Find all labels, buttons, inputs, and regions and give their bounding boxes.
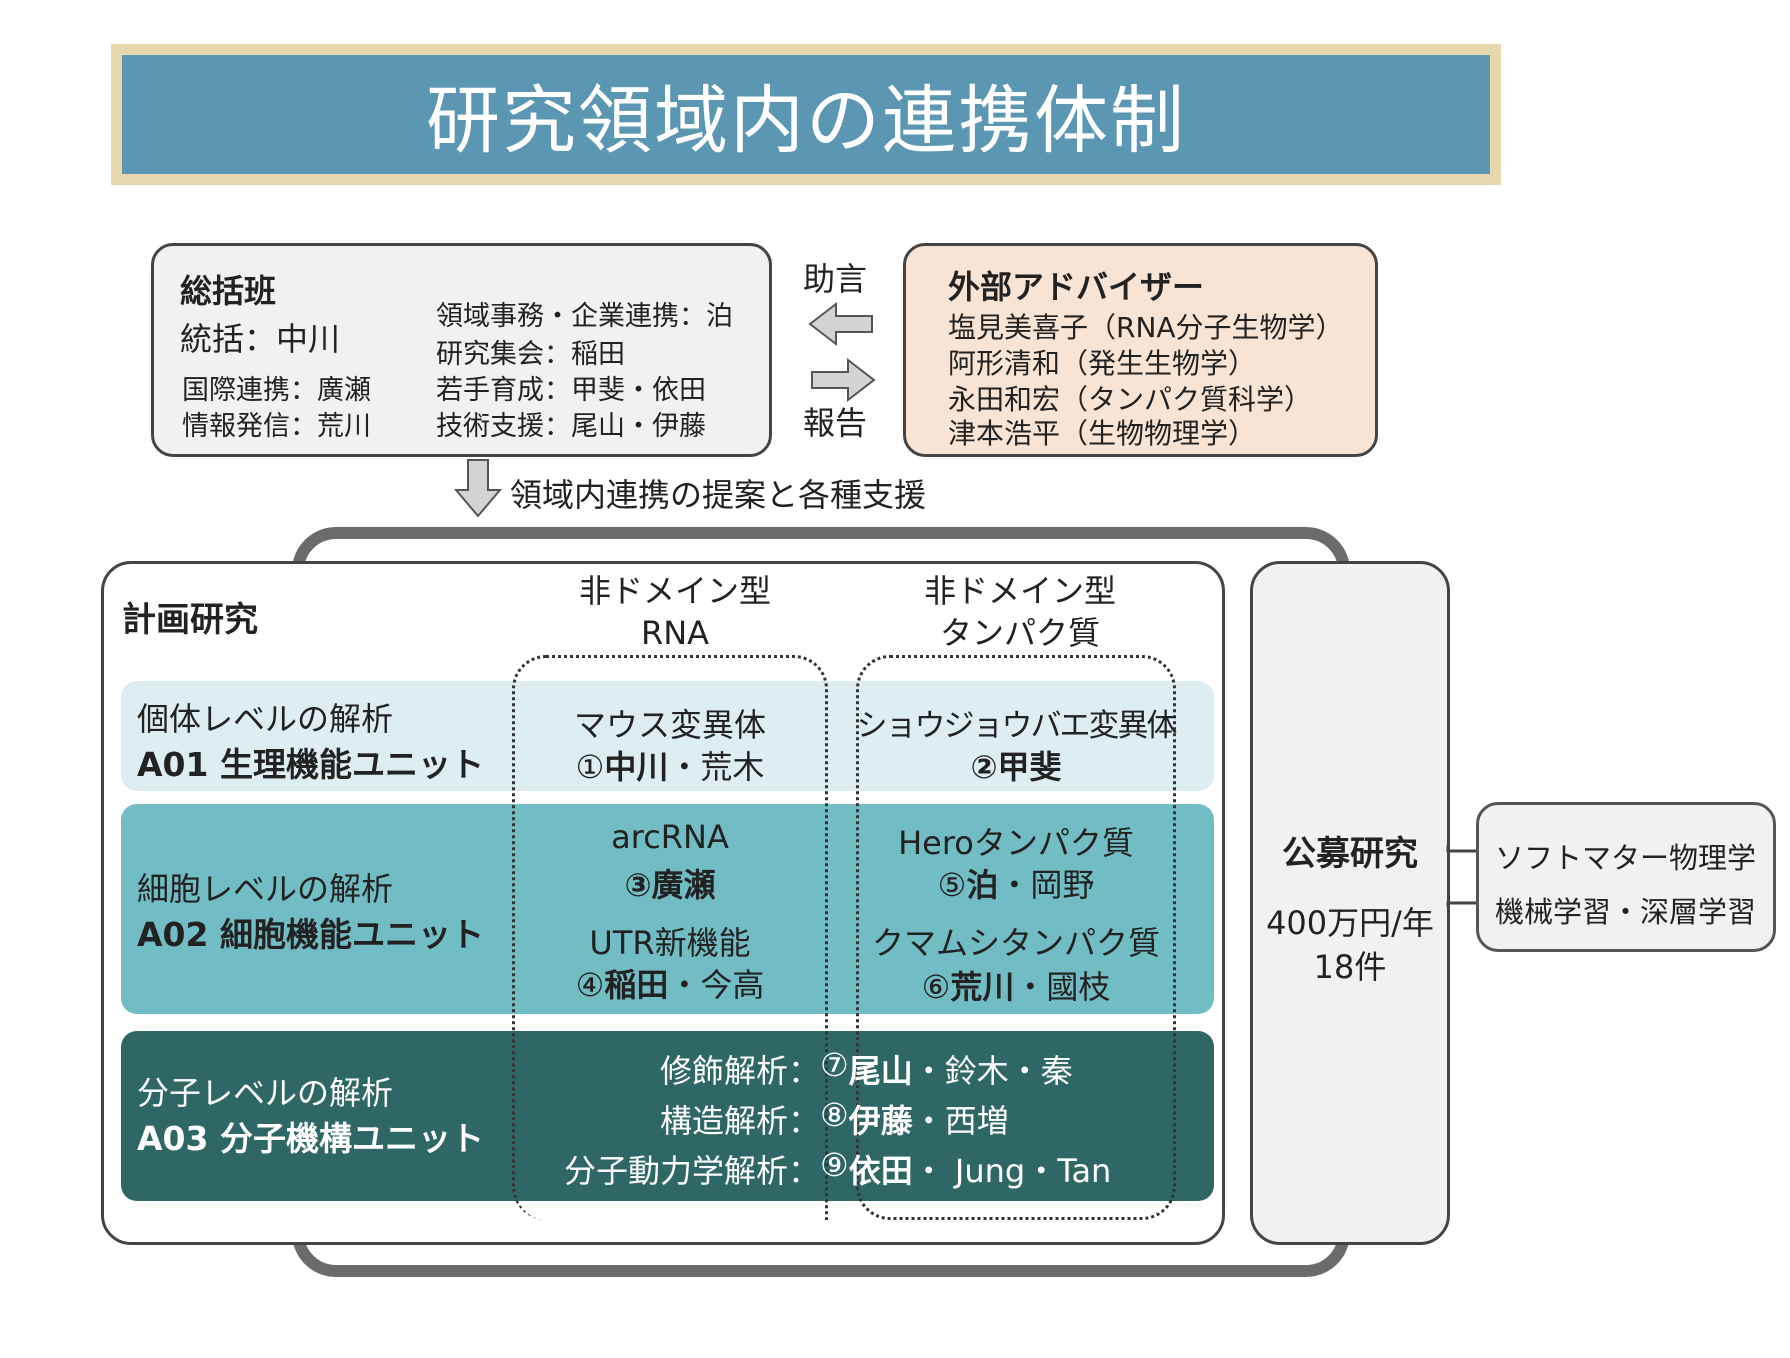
a02-rna1-members: ③廣瀬: [624, 866, 716, 904]
advisor-member: 永田和宏（タンパク質科学）: [948, 383, 1313, 416]
a02-protein1-title: Heroタンパク質: [898, 824, 1134, 862]
title-banner: 研究領域内の連携体制: [111, 44, 1501, 185]
advisor-box: 外部アドバイザー 塩見美喜子（RNA分子生物学） 阿形清和（発生生物学） 永田和…: [903, 243, 1378, 457]
kobo-heading: 公募研究: [1282, 834, 1418, 874]
kobo-budget: 400万円/年: [1266, 904, 1434, 942]
exchange-arrows: [808, 302, 876, 403]
left-arrow-icon: [808, 302, 873, 347]
sokatsu-right-item: 領域事務・企業連携：泊: [436, 301, 733, 332]
a01-name: A01 生理機能ユニット: [137, 745, 484, 784]
rna-column-outline: [512, 655, 828, 1220]
a01-rna-title: マウス変異体: [573, 706, 766, 744]
support-arrow-label: 領域内連携の提案と各種支援: [510, 476, 927, 514]
down-arrow-icon: [454, 459, 503, 518]
advisor-member: 塩見美喜子（RNA分子生物学）: [948, 311, 1344, 344]
a02-protein2-title: クマムシタンパク質: [871, 924, 1160, 962]
sokatsu-right-item: 技術支援：尾山・伊藤: [436, 411, 706, 442]
sokatsu-box: 総括班 統括：中川 国際連携：廣瀬 情報発信：荒川 領域事務・企業連携：泊 研究…: [151, 243, 772, 457]
column-header-line: 非ドメイン型: [923, 572, 1116, 610]
protein-column-outline: [856, 655, 1176, 1220]
a03-name: A03 分子機構ユニット: [137, 1119, 484, 1158]
sokatsu-left-item: 情報発信：荒川: [182, 411, 371, 442]
a01-protein-members: ②甲斐: [970, 748, 1062, 786]
sokatsu-right-item: 若手育成：甲斐・依田: [436, 375, 706, 406]
sokatsu-heading: 総括班: [180, 272, 277, 310]
column-header-protein: 非ドメイン型 タンパク質: [870, 570, 1170, 654]
column-header-line: RNA: [640, 614, 710, 652]
a02-level: 細胞レベルの解析: [137, 870, 394, 908]
kobo-count: 18件: [1313, 948, 1387, 986]
softmatter-box: ソフトマター物理学 機械学習・深層学習: [1476, 802, 1776, 952]
advisor-heading: 外部アドバイザー: [948, 268, 1205, 306]
a02-protein2-members: ⑥荒川・國枝: [921, 968, 1111, 1006]
kobo-box: 公募研究 400万円/年 18件: [1250, 561, 1450, 1245]
advice-label: 助言: [803, 260, 868, 298]
unit-band-a03: [121, 1031, 1214, 1201]
a02-name: A02 細胞機能ユニット: [137, 915, 484, 954]
sokatsu-right-item: 研究集会：稲田: [436, 339, 625, 370]
page-title: 研究領域内の連携体制: [426, 78, 1186, 164]
column-header-line: タンパク質: [939, 614, 1100, 652]
unit-band-a02: [121, 804, 1214, 1014]
sokatsu-left-item: 国際連携：廣瀬: [182, 375, 371, 406]
a02-rna2-members: ④稲田・今高: [575, 966, 765, 1004]
a01-protein-title: ショウジョウバエ変異体: [856, 708, 1178, 744]
a02-rna2-title: UTR新機能: [589, 924, 751, 962]
right-arrow-icon: [811, 357, 876, 403]
column-header-rna: 非ドメイン型 RNA: [540, 570, 810, 654]
title-banner-inner: 研究領域内の連携体制: [122, 55, 1490, 174]
softmatter-item: 機械学習・深層学習: [1495, 895, 1757, 929]
column-header-line: 非ドメイン型: [578, 572, 771, 610]
a02-rna1-title: arcRNA: [611, 818, 729, 856]
advisor-member: 阿形清和（発生生物学）: [948, 347, 1257, 380]
a01-rna-members: ①中川・荒木: [575, 748, 765, 786]
advisor-member: 津本浩平（生物物理学）: [948, 417, 1257, 450]
softmatter-item: ソフトマター物理学: [1495, 841, 1757, 875]
a03-level: 分子レベルの解析: [137, 1074, 394, 1112]
connector-bracket: [1446, 845, 1476, 907]
keikaku-heading: 計画研究: [122, 600, 258, 640]
report-label: 報告: [803, 404, 868, 442]
a01-level: 個体レベルの解析: [137, 700, 394, 738]
unit-band-a01: [121, 681, 1214, 791]
sokatsu-leader: 統括：中川: [180, 320, 341, 358]
a02-protein1-members: ⑤泊・岡野: [937, 866, 1095, 904]
